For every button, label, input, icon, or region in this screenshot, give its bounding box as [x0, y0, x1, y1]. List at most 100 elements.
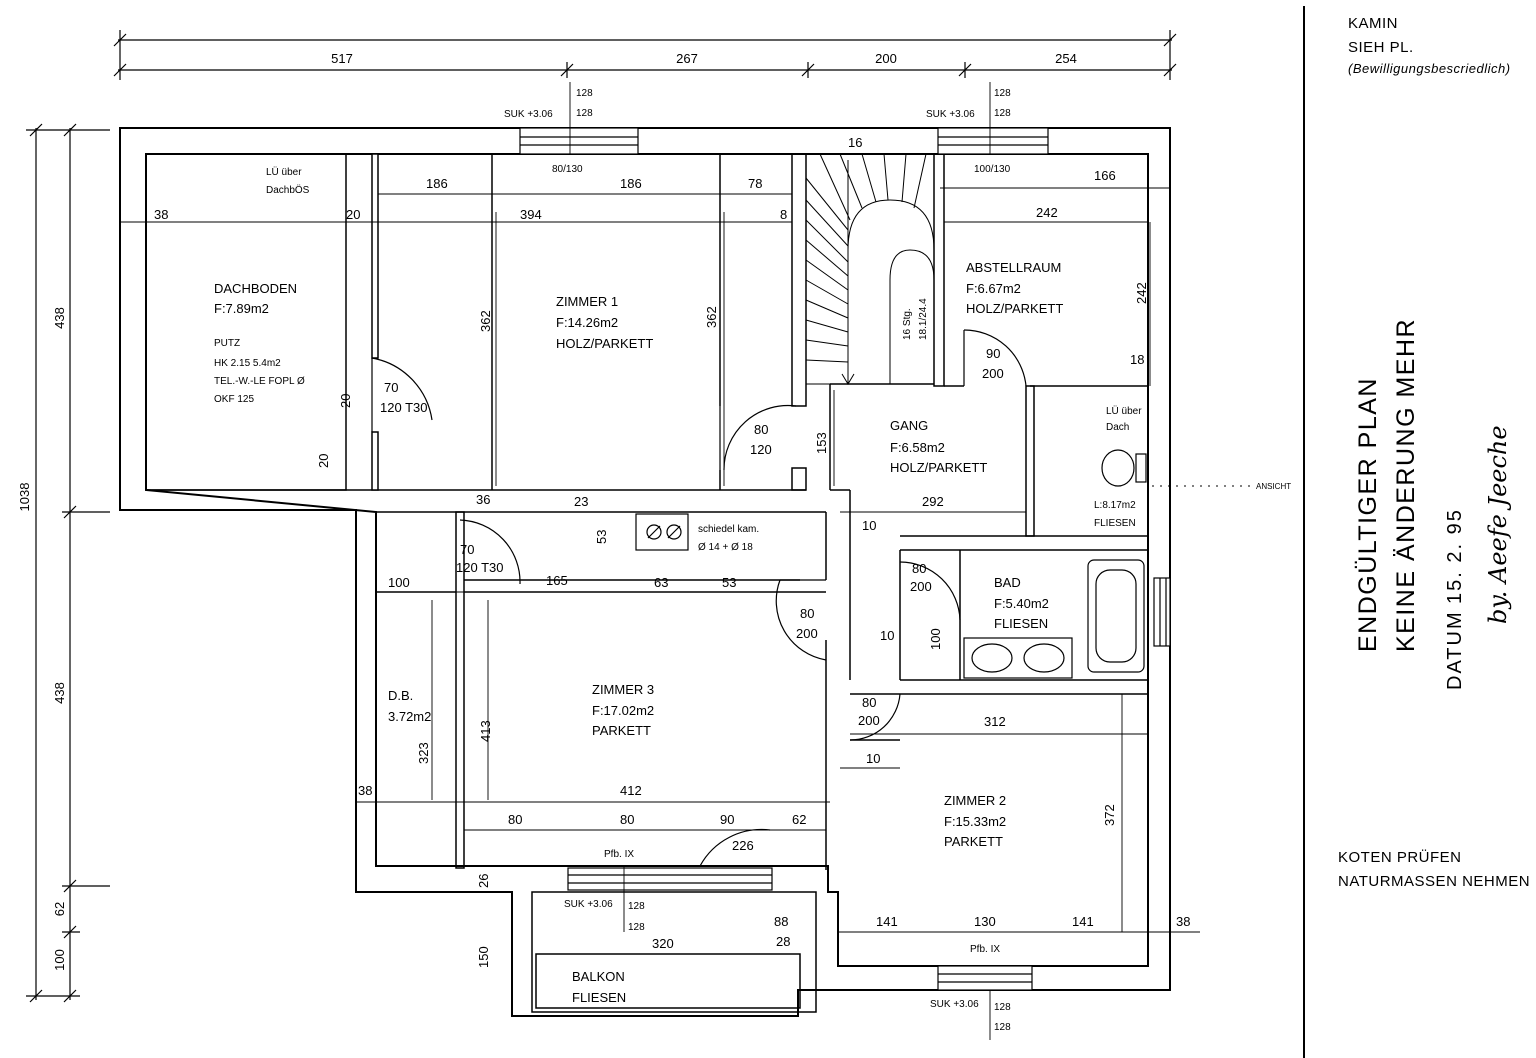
datum-label: DATUM	[1444, 610, 1466, 690]
bewilligung-label: (Bewilligungsbescriedlich)	[1348, 61, 1511, 76]
dim-62: 62	[792, 812, 806, 827]
note-naturmassen: NATURMASSEN NEHMEN	[1338, 873, 1531, 890]
dim-200-d: 200	[858, 713, 880, 728]
dim-left-438b: 438	[52, 682, 67, 704]
dim-38-c: 38	[1176, 914, 1190, 929]
dim-left-1038: 1038	[17, 483, 32, 512]
dim-win-80-130: 80/130	[552, 164, 583, 175]
zimmer1-name: ZIMMER 1	[556, 294, 618, 309]
dim-win-100-130: 100/130	[974, 164, 1011, 175]
pfb-label-2: Pfb. IX	[970, 944, 1000, 955]
dim-312: 312	[984, 714, 1006, 729]
dim-win-128-h: 128	[994, 1022, 1011, 1033]
dim-10-a: 10	[862, 518, 876, 533]
stairs-label: 16 Stg.	[902, 308, 913, 340]
room-balkon: BALKON FLIESEN	[572, 969, 626, 1005]
dim-16: 16	[848, 135, 862, 150]
room-zimmer3: ZIMMER 3 F:17.02m2 PARKETT	[592, 682, 654, 738]
zimmer3-name: ZIMMER 3	[592, 682, 654, 697]
datum-value: 15. 2. 95	[1444, 508, 1466, 604]
bad-area: F:5.40m2	[994, 596, 1049, 611]
dim-200-a: 200	[982, 366, 1004, 381]
dim-left-62: 62	[52, 902, 67, 916]
dim-top-254: 254	[1055, 51, 1077, 66]
suk-label-4: SUK +3.06	[930, 999, 979, 1010]
zimmer2-area: F:15.33m2	[944, 814, 1006, 829]
dim-80-c: 80	[912, 561, 926, 576]
dim-150: 150	[476, 946, 491, 968]
abstellraum-floor: HOLZ/PARKETT	[966, 301, 1063, 316]
dim-362-b: 362	[704, 306, 719, 328]
dim-10-b: 10	[880, 628, 894, 643]
room-zimmer2: ZIMMER 2 F:15.33m2 PARKETT	[944, 793, 1006, 849]
balcony	[531, 891, 817, 1013]
dim-413: 413	[478, 720, 493, 742]
dim-left-100: 100	[52, 949, 67, 971]
gang-name: GANG	[890, 418, 928, 433]
dim-242-a: 242	[1036, 205, 1058, 220]
dim-win-128-g: 128	[994, 1002, 1011, 1013]
staircase	[805, 153, 935, 385]
wc-vent: LÜ über	[1106, 405, 1142, 417]
dachboden-note-4: OKF 125	[214, 394, 254, 405]
dim-26: 26	[476, 874, 491, 888]
dim-38-b: 38	[358, 783, 372, 798]
doors	[371, 329, 1027, 867]
pfb-label-1: Pfb. IX	[604, 849, 634, 860]
interior-dim-lines	[120, 82, 1200, 1040]
bad-floor: FLIESEN	[994, 616, 1048, 631]
dim-200-b: 200	[796, 626, 818, 641]
signature: by. Aeefe Jeeche	[1484, 425, 1512, 624]
zimmer3-floor: PARKETT	[592, 723, 651, 738]
dim-20-c: 20	[316, 454, 331, 468]
dim-63: 63	[654, 575, 668, 590]
dim-242-b: 242	[1134, 282, 1149, 304]
room-abstellraum: ABSTELLRAUM F:6.67m2 HOLZ/PARKETT	[966, 260, 1063, 316]
note-koten: KOTEN PRÜFEN	[1338, 849, 1462, 866]
dim-88: 88	[774, 914, 788, 929]
db-name: D.B.	[388, 688, 413, 703]
chimney	[635, 513, 689, 551]
dim-186-a: 186	[426, 176, 448, 191]
dim-win-128-a: 128	[576, 88, 593, 99]
dim-80-a: 80	[754, 422, 768, 437]
balkon-name: BALKON	[572, 969, 625, 984]
dim-100-a: 100	[388, 575, 410, 590]
dim-top-200: 200	[875, 51, 897, 66]
room-dachboden: DACHBODEN F:7.89m2 PUTZ HK 2.15 5.4m2 TE…	[214, 166, 310, 405]
dim-226: 226	[732, 838, 754, 853]
dim-186-b: 186	[620, 176, 642, 191]
dim-38-a: 38	[154, 207, 168, 222]
room-gang: GANG F:6.58m2 HOLZ/PARKETT	[890, 418, 987, 475]
chimney-label-2: Ø 14 + Ø 18	[698, 542, 753, 553]
dim-100-b: 100	[928, 628, 943, 650]
room-bad: BAD F:5.40m2 FLIESEN	[994, 575, 1049, 631]
dim-20-a: 20	[346, 207, 360, 222]
dim-18: 18	[1130, 352, 1144, 367]
wc-area: L:8.17m2	[1094, 500, 1136, 511]
zimmer3-area: F:17.02m2	[592, 703, 654, 718]
dim-120-a: 120	[750, 442, 772, 457]
dim-80-b: 80	[800, 606, 814, 621]
dim-90-b: 90	[720, 812, 734, 827]
dim-153: 153	[814, 432, 829, 454]
dim-win-128-b: 128	[576, 108, 593, 119]
dim-323: 323	[416, 742, 431, 764]
dim-53-a: 53	[594, 530, 609, 544]
wc-floor: FLIESEN	[1094, 518, 1136, 529]
dim-36: 36	[476, 492, 490, 507]
title-line-2: KEINE ÄNDERUNG MEHR	[1392, 317, 1420, 652]
abstellraum-area: F:6.67m2	[966, 281, 1021, 296]
dim-120t30-b: 120 T30	[456, 560, 503, 575]
zimmer2-floor: PARKETT	[944, 834, 1003, 849]
dim-53-b: 53	[722, 575, 736, 590]
outer-walls	[119, 127, 1171, 1017]
zimmer1-floor: HOLZ/PARKETT	[556, 336, 653, 351]
dachboden-note-3: TEL.-W.-LE FOPL Ø	[214, 376, 305, 387]
dim-372: 372	[1102, 804, 1117, 826]
sieh-label: SIEH PL.	[1348, 39, 1414, 56]
zimmer1-area: F:14.26m2	[556, 315, 618, 330]
top-dimension-chain	[113, 30, 1177, 80]
sidebar-kamin-note: KAMIN SIEH PL. (Bewilligungsbescriedlich…	[1348, 12, 1511, 78]
dim-win-128-d: 128	[994, 108, 1011, 119]
